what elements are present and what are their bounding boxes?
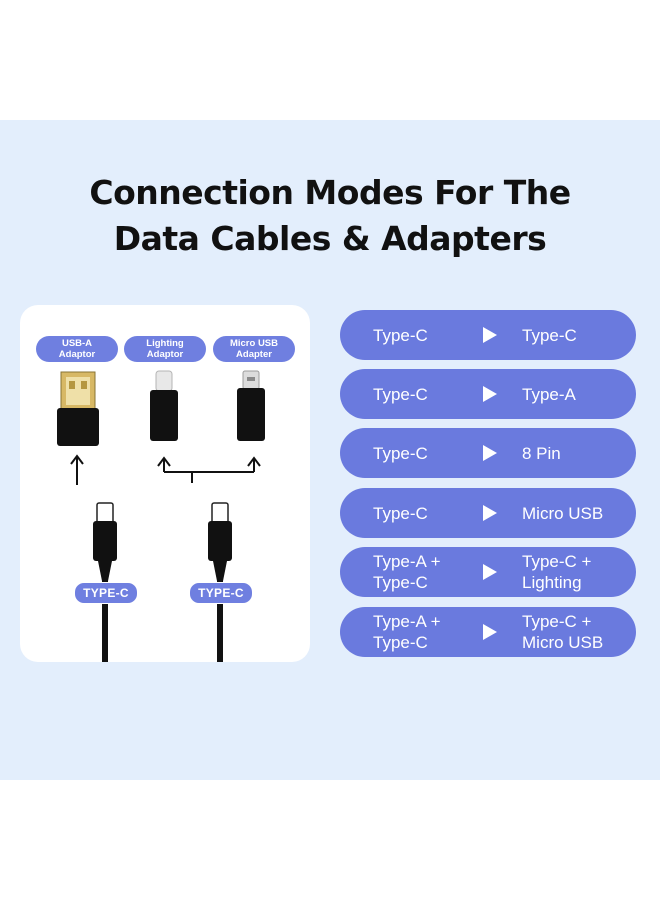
play-arrow-icon	[483, 505, 497, 521]
mode-row: Type-C Micro USB	[340, 488, 636, 538]
connection-arrows	[70, 454, 261, 485]
mode-to: 8 Pin	[522, 443, 561, 463]
mode-from: Type-C	[373, 443, 428, 463]
play-arrow-icon	[483, 386, 497, 402]
play-arrow-icon	[483, 445, 497, 461]
play-arrow-icon	[483, 564, 497, 580]
title-line-1: Connection Modes For The	[89, 173, 571, 212]
mode-from: Type-C	[373, 325, 428, 345]
play-arrow-icon	[483, 327, 497, 343]
mode-from: Type-A +Type-C	[373, 612, 441, 652]
mode-from: Type-A +Type-C	[373, 552, 441, 592]
type-c-cable-left-icon	[93, 502, 117, 662]
mode-from: Type-C	[373, 503, 428, 523]
mode-row: Type-A +Type-C Type-C +Micro USB	[340, 607, 636, 657]
page-title: Connection Modes For The Data Cables & A…	[0, 170, 660, 262]
micro-usb-adapter-icon	[237, 370, 265, 441]
mode-row: Type-C Type-C	[340, 310, 636, 360]
lightning-adaptor-icon	[150, 370, 178, 441]
mode-to: Type-A	[522, 384, 576, 404]
mode-to: Type-C +Micro USB	[522, 612, 604, 652]
type-c-label-right: TYPE-C	[189, 582, 253, 604]
mode-from: Type-C	[373, 384, 428, 404]
usb-a-adaptor-icon	[57, 371, 99, 446]
type-c-cable-right-icon	[208, 502, 232, 662]
play-arrow-icon	[483, 624, 497, 640]
mode-to: Type-C +Lighting	[522, 552, 592, 592]
mode-row: Type-C 8 Pin	[340, 428, 636, 478]
adapter-illustration	[57, 370, 265, 662]
type-c-label-left: TYPE-C	[74, 582, 138, 604]
mode-row: Type-C Type-A	[340, 369, 636, 419]
mode-row: Type-A +Type-C Type-C +Lighting	[340, 547, 636, 597]
title-line-2: Data Cables & Adapters	[113, 219, 547, 258]
mode-to: Type-C	[522, 325, 577, 345]
mode-to: Micro USB	[522, 503, 604, 523]
